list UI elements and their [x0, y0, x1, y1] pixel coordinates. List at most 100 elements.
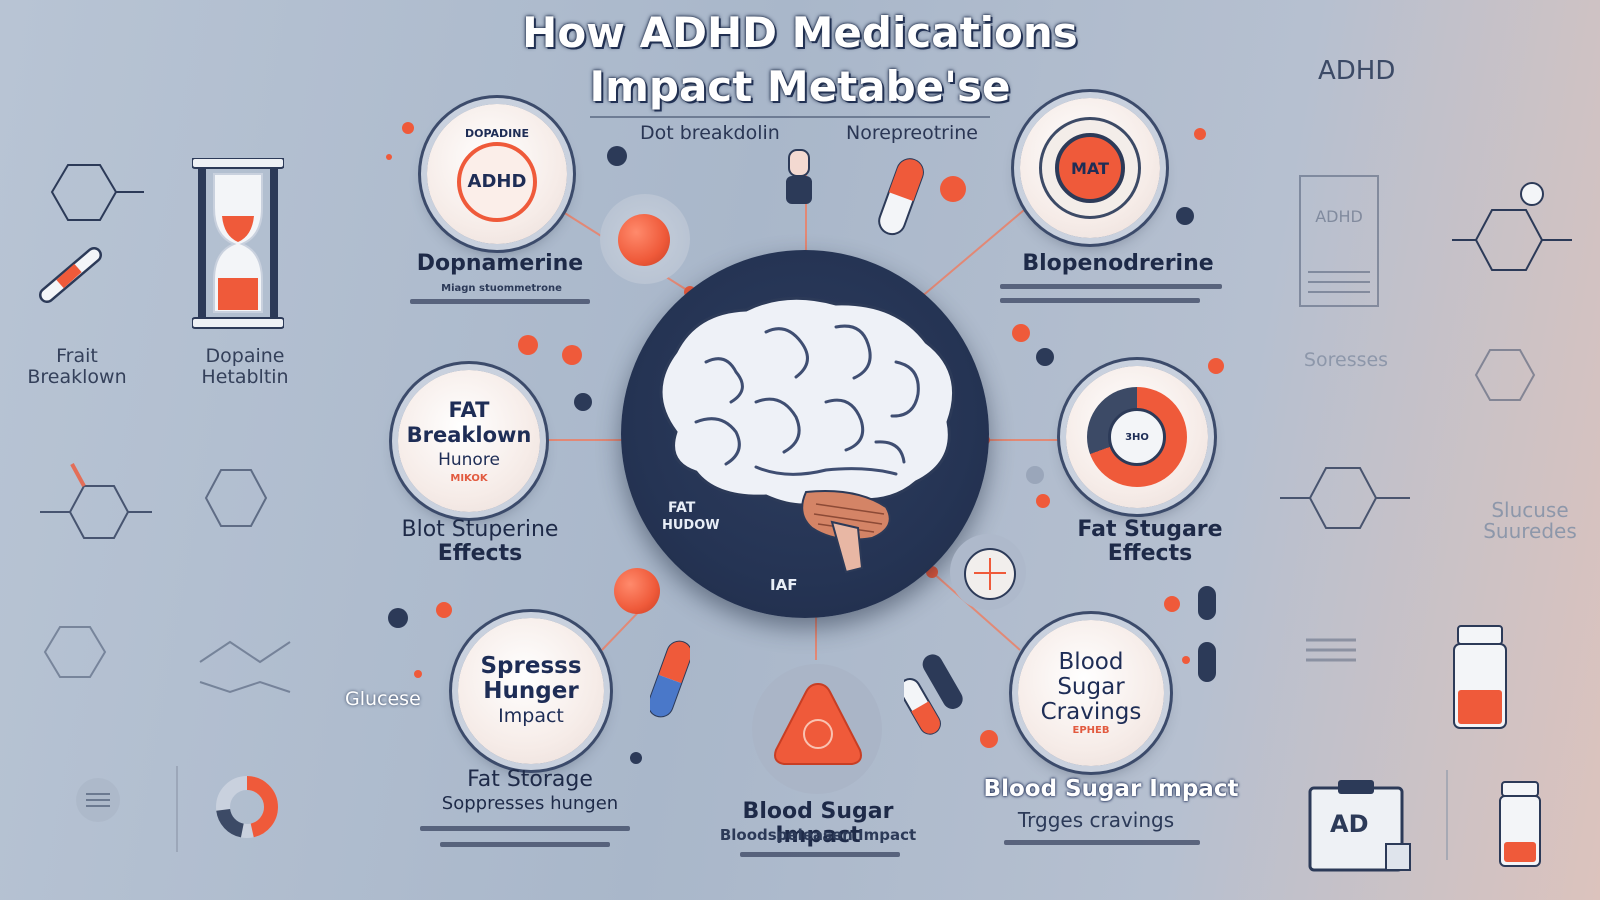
faint-adhd-document-icon: ADHD: [1299, 175, 1379, 307]
fat-storage-line2: Soppresses hungen: [441, 793, 619, 814]
right-divider: [1446, 770, 1448, 860]
dopamine-badge-top: DOPADINE: [465, 126, 529, 140]
pill-capsule-icon: [878, 158, 924, 236]
left-glucose-label: Glucese: [345, 688, 421, 710]
title-line-1: How ADHD Medications: [522, 8, 1078, 57]
tablet-icon: [964, 548, 1016, 600]
blood-sugar-impact-desc-line: [740, 852, 900, 857]
suppress-orb: [614, 568, 660, 614]
cravings-line1: Blood: [1058, 649, 1124, 675]
fat-sugar-line1: Fat Stugare: [1077, 517, 1223, 542]
dopamine-desc-line: [410, 299, 590, 304]
fat-breakdown-line2: Breaklown: [406, 423, 532, 447]
fat-storage-desc-line-1: [420, 826, 630, 831]
timer-ring-icon: 3HO: [1087, 387, 1187, 487]
faint-list-icon: [1306, 638, 1356, 662]
hourglass-icon: [192, 158, 284, 329]
dopamine-badge-text: ADHD: [467, 171, 527, 192]
cravings-line3: Cravings: [1040, 699, 1142, 725]
faint-molecule-icon: [43, 626, 107, 678]
fat-storage-line1: Fat Storage: [467, 767, 593, 792]
faint-chain-icon: [199, 640, 291, 694]
donut-chart-icon: [216, 776, 278, 838]
right-glucose-line1: Slucuse: [1491, 498, 1569, 522]
page-title: How ADHD Medications Impact Metabe'se: [0, 6, 1600, 114]
top-label-left: Dot breakdolin: [640, 122, 780, 144]
right-glucose-line2: Suuredes: [1483, 519, 1577, 543]
norepinephrine-title: Blopenodrerine: [1022, 251, 1214, 276]
corner-adhd-tag: ADHD: [1318, 56, 1396, 86]
brain-label-fat: FAT: [668, 500, 696, 516]
blood-sugar-impact-right-sub: Trgges cravings: [1017, 808, 1175, 832]
blood-sugar-impact-right-title: Blood Sugar Impact: [983, 776, 1239, 802]
pill-bottle-icon: [1453, 625, 1507, 729]
fat-breakdown-sub: MIKOK: [450, 473, 488, 484]
clipboard-text: AD: [1330, 810, 1369, 838]
left-dopamine-line2: Hetabltin: [201, 366, 289, 388]
cravings-sub: EPHEB: [1072, 725, 1110, 736]
dopamine-badge: DOPADINE ADHD: [427, 104, 567, 244]
svg-text:ADHD: ADHD: [1315, 207, 1363, 226]
brain-label-hudow: HUDOW: [662, 518, 720, 533]
ring-molecule-icon: [204, 469, 268, 527]
left-divider: [176, 766, 178, 852]
bone-icon: [39, 247, 102, 303]
small-pill-bottle-icon: [1499, 781, 1541, 867]
right-hexagon-molecule-icon: [1452, 182, 1572, 271]
fat-breakdown-line1: FAT: [448, 398, 490, 422]
vial-icon: [1198, 586, 1216, 682]
dopamine-title: Dopnamerine: [416, 251, 584, 276]
suppress-line1: Spresss: [480, 652, 582, 679]
fat-breakdown-badge: FAT Breaklown Hunore MIKOK: [398, 370, 540, 512]
target-core: MAT: [1055, 133, 1125, 203]
fat-sugar-line2: Effects: [1107, 541, 1193, 566]
title-line-2: Impact Metabe'se: [589, 62, 1011, 111]
cravings-line2: Sugar: [1057, 674, 1125, 700]
norepinephrine-desc-line-1: [1000, 284, 1222, 289]
blood-effects-line2: Effects: [437, 541, 523, 566]
left-fat-breakdown-label: Frait Breaklown: [12, 346, 142, 388]
brain-label-iaf: IAF: [770, 576, 798, 594]
syringe-pill-icon: [786, 149, 812, 204]
triangle-pill-icon: [774, 682, 862, 765]
norepinephrine-badge-text: MAT: [1071, 158, 1109, 178]
clipboard-icon: [1308, 780, 1411, 872]
target-icon: MAT: [1039, 117, 1141, 219]
blood-sugar-impact-center-title: Blood Sugar Impact: [742, 799, 894, 848]
pill-capsule-bottom-left-icon: [650, 640, 690, 718]
left-fat-breakdown-line2: Breaklown: [27, 366, 127, 388]
blood-sugar-impact-right-desc-line: [1004, 840, 1200, 845]
dopamine-orb: [618, 214, 670, 266]
fat-storage-title: Fat Storage Soppresses hungen: [400, 768, 660, 816]
molecule-structure-icon: [40, 463, 152, 539]
left-dopamine-line1: Dopaine: [205, 345, 285, 367]
brain-icon: [659, 296, 956, 574]
suppress-hunger-badge: Spresss Hunger Impact: [458, 618, 604, 764]
dopamine-badge-ring: ADHD: [457, 141, 537, 222]
right-suppresses-label: Soresses: [1303, 349, 1389, 371]
right-glucose-label: Slucuse Suuredes: [1460, 500, 1600, 542]
blood-sugar-impact-center-sub: Bloodspeleasen Impact: [719, 826, 917, 844]
left-dopamine-label: Dopaine Hetabltin: [180, 346, 310, 388]
suppress-line3: Impact: [498, 704, 564, 727]
faint-hexagon-icon: [1474, 349, 1536, 401]
left-fat-breakdown-line1: Frait: [56, 345, 98, 367]
blood-sugar-cravings-badge: Blood Sugar Cravings EPHEB: [1018, 620, 1164, 766]
fat-sugar-title: Fat Stugare Effects: [1050, 518, 1250, 566]
fat-breakdown-line3: Hunore: [438, 450, 500, 470]
norepinephrine-badge: MAT: [1020, 98, 1160, 238]
metabolism-timer-badge: 3HO: [1066, 366, 1208, 508]
fat-storage-desc-line-2: [440, 842, 610, 847]
title-divider: [590, 116, 990, 118]
document-icon: [76, 778, 120, 822]
top-label-right: Norepreotrine: [846, 122, 978, 144]
timer-center: 3HO: [1108, 408, 1166, 466]
dopamine-desc: Miagn stuommetrone: [441, 283, 562, 294]
blood-effects-line1: Blot Stuperine: [401, 517, 559, 542]
right-molecule-ring-icon: [1280, 467, 1410, 529]
norepinephrine-desc-line-2: [1000, 298, 1200, 303]
blood-effects-title: Blot Stuperine Effects: [370, 518, 590, 566]
suppress-line2: Hunger: [483, 677, 579, 704]
pill-pair-icon: [904, 654, 963, 735]
hexagon-molecule-icon: [50, 164, 144, 221]
